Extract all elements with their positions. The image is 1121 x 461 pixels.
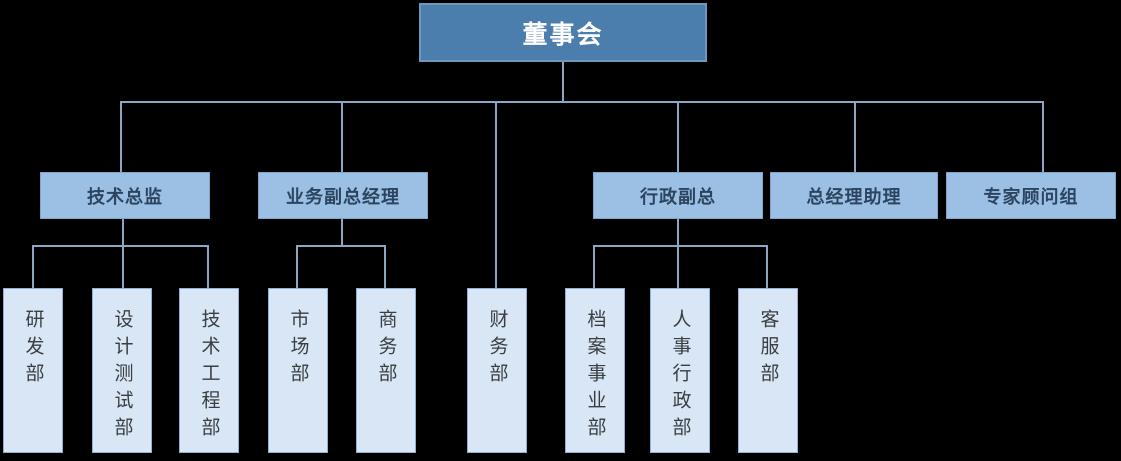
- org-node-business-dept[interactable]: 商务部: [356, 288, 416, 453]
- connector-line: [32, 245, 34, 288]
- org-node-archives-dept[interactable]: 档案事业部: [565, 288, 625, 453]
- org-node-marketing-dept[interactable]: 市场部: [268, 288, 328, 453]
- org-node-label: 业务副总经理: [286, 186, 400, 208]
- org-node-label: 技术总监: [87, 186, 163, 208]
- org-node-label: 设计测试部: [111, 309, 134, 444]
- connector-line: [562, 62, 564, 101]
- connector-line: [677, 219, 679, 288]
- connector-line: [766, 245, 768, 288]
- org-node-label: 总经理助理: [806, 186, 902, 208]
- org-node-finance-dept[interactable]: 财务部: [467, 288, 527, 453]
- org-node-label: 市场部: [287, 309, 310, 390]
- connector-line: [120, 101, 122, 172]
- org-node-label: 董事会: [522, 19, 604, 49]
- org-node-label: 人事行政部: [669, 309, 692, 444]
- org-node-hr-admin-dept[interactable]: 人事行政部: [650, 288, 710, 453]
- connector-line: [677, 101, 679, 172]
- org-node-expert-advisors[interactable]: 专家顾问组: [946, 172, 1116, 219]
- org-node-design-test-dept[interactable]: 设计测试部: [92, 288, 152, 453]
- org-node-label: 档案事业部: [584, 309, 607, 444]
- org-node-label: 财务部: [486, 309, 509, 390]
- connector-line: [296, 245, 298, 288]
- connector-line: [593, 245, 768, 247]
- org-node-gm-assistant[interactable]: 总经理助理: [770, 172, 938, 219]
- connector-line: [32, 245, 209, 247]
- org-node-tech-engineering-dept[interactable]: 技术工程部: [179, 288, 239, 453]
- org-node-tech-director[interactable]: 技术总监: [40, 172, 210, 219]
- org-node-board[interactable]: 董事会: [419, 3, 707, 62]
- org-node-label: 商务部: [375, 309, 398, 390]
- org-node-customer-service-dept[interactable]: 客服部: [738, 288, 798, 453]
- org-node-label: 行政副总: [640, 186, 716, 208]
- connector-line: [384, 245, 386, 288]
- org-node-label: 客服部: [757, 309, 780, 390]
- org-node-rd-dept[interactable]: 研发部: [3, 288, 63, 453]
- connector-line: [296, 245, 386, 247]
- connector-line: [1042, 101, 1044, 172]
- connector-line: [341, 101, 343, 172]
- connector-line: [207, 245, 209, 288]
- connector-line: [495, 101, 497, 288]
- org-node-admin-deputy[interactable]: 行政副总: [593, 172, 763, 219]
- connector-line: [120, 101, 1044, 103]
- connector-line: [122, 219, 124, 288]
- connector-line: [854, 101, 856, 172]
- org-node-label: 技术工程部: [198, 309, 221, 444]
- connector-line: [593, 245, 595, 288]
- org-node-label: 研发部: [22, 309, 45, 390]
- connector-line: [341, 219, 343, 247]
- org-node-business-deputy-gm[interactable]: 业务副总经理: [258, 172, 428, 219]
- org-node-label: 专家顾问组: [983, 186, 1079, 208]
